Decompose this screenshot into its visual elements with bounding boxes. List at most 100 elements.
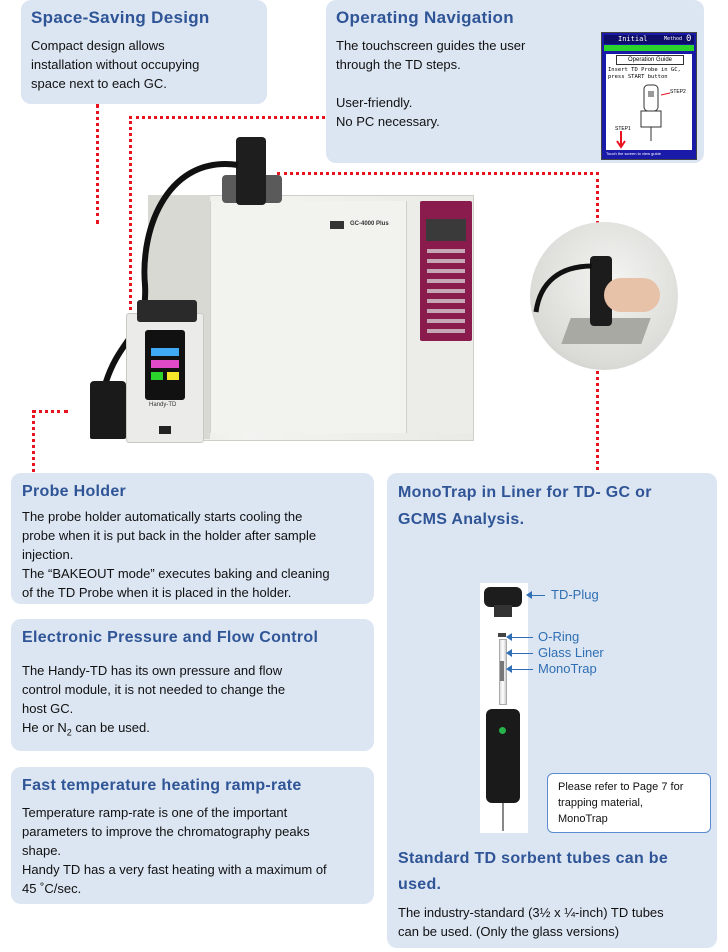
space-saving-panel: Space-Saving Design Compact design allow… <box>21 0 267 104</box>
text-line: The “BAKEOUT mode” executes baking and c… <box>22 566 330 581</box>
connector-line <box>32 410 68 413</box>
gas-line: He or N2 can be used. <box>22 718 285 743</box>
handy-td-label: Handy-TD <box>149 402 177 408</box>
probe-cable-photo <box>533 263 593 313</box>
o-ring-shape <box>498 633 506 637</box>
monotrap-title-line2: GCMS Analysis. <box>398 511 525 528</box>
text-line: can be used. (Only the glass versions) <box>398 924 620 939</box>
handy-td-btn-green <box>151 372 163 380</box>
text-line: through the TD steps. <box>336 57 461 72</box>
screen-header: Initial Method 0 <box>604 34 694 44</box>
monotrap-label: MonoTrap <box>538 661 597 676</box>
handy-td-screen <box>145 330 185 400</box>
space-saving-text: Compact design allows installation witho… <box>31 36 199 93</box>
screen-green-bar <box>604 45 694 51</box>
text-line: installation without occupying <box>31 57 200 72</box>
connector-line <box>129 116 325 119</box>
pressure-flow-title: Electronic Pressure and Flow Control <box>22 629 319 646</box>
screen-footer: Touch the screen to view guide <box>606 151 661 156</box>
probe-diagram-icon <box>616 84 671 149</box>
space-saving-title: Space-Saving Design <box>31 8 210 27</box>
probe-cable <box>102 161 239 386</box>
pressure-flow-panel: Electronic Pressure and Flow Control The… <box>11 619 374 751</box>
monotrap-panel: MonoTrap in Liner for TD- GC or GCMS Ana… <box>387 473 717 948</box>
fast-temp-text: Temperature ramp-rate is one of the impo… <box>22 803 327 898</box>
handy-td-switch <box>159 426 171 434</box>
text-line: parameters to improve the chromatography… <box>22 824 310 839</box>
monotrap-arrow <box>506 665 533 673</box>
operating-navigation-text: The touchscreen guides the user through … <box>336 36 525 131</box>
note-line: MonoTrap <box>558 813 608 825</box>
text-line: The industry-standard (3½ x ¼-inch) TD t… <box>398 905 664 920</box>
probe-in-hand <box>590 256 612 326</box>
connector-line <box>129 116 132 352</box>
gc-front-panel <box>210 201 407 433</box>
probe-green-led <box>499 727 506 734</box>
gc-keypad-grid <box>427 249 465 333</box>
connector-line <box>32 410 35 472</box>
touchscreen-screenshot: Initial Method 0 Operation Guide Insert … <box>601 32 697 160</box>
note-line: Please refer to Page 7 for <box>558 781 684 793</box>
td-plug-stem <box>494 605 512 617</box>
text-line: host GC. <box>22 701 74 716</box>
gas-suffix: can be used. <box>71 720 150 735</box>
gc-display-window <box>426 219 466 241</box>
screen-guide-line1: Insert TD Probe in GC, <box>608 67 681 73</box>
standard-tubes-text: The industry-standard (3½ x ¼-inch) TD t… <box>398 903 664 941</box>
glass-liner-label: Glass Liner <box>538 645 604 660</box>
screen-step1: STEP1 <box>615 126 631 132</box>
connector-line <box>277 172 599 175</box>
screen-guide-line2: press START button <box>608 74 668 80</box>
operating-navigation-panel: Operating Navigation The touchscreen gui… <box>326 0 704 163</box>
gas-prefix: He or N <box>22 720 67 735</box>
fast-temp-title: Fast temperature heating ramp-rate <box>22 777 302 794</box>
text-line: 45 ˚C/sec. <box>22 881 82 896</box>
text-line: control module, it is not needed to chan… <box>22 682 286 697</box>
handy-td-unit: Handy-TD <box>126 300 204 443</box>
text-line: User-friendly. <box>336 95 413 110</box>
glass-liner-arrow <box>506 649 533 657</box>
o-ring-label: O-Ring <box>538 629 580 644</box>
pressure-flow-text: The Handy-TD has its own pressure and fl… <box>22 661 285 743</box>
td-plug-arrow <box>526 591 545 599</box>
handy-td-top <box>137 300 197 322</box>
handy-td-btn-pink <box>151 360 179 368</box>
operating-navigation-title: Operating Navigation <box>336 8 514 27</box>
o-ring-arrow <box>506 633 533 641</box>
probe-needle <box>502 803 504 831</box>
fast-temp-panel: Fast temperature heating ramp-rate Tempe… <box>11 767 374 904</box>
gc-brand-label: GC-4000 Plus <box>350 221 389 227</box>
screen-header-num: 0 <box>686 34 692 44</box>
monotrap-title-line1: MonoTrap in Liner for TD- GC or <box>398 484 652 501</box>
note-line: trapping material, <box>558 797 643 809</box>
td-probe-body <box>486 709 520 803</box>
text-line: No PC necessary. <box>336 114 440 129</box>
text-line: Handy TD has a very fast heating with a … <box>22 862 327 877</box>
text-line: of the TD Probe when it is placed in the… <box>22 585 292 600</box>
gc-keypad-panel <box>420 201 472 341</box>
probe-holder-panel: Probe Holder The probe holder automatica… <box>11 473 374 604</box>
text-line: Compact design allows <box>31 38 165 53</box>
probe-holder-text: The probe holder automatically starts co… <box>22 507 330 602</box>
text-line: The Handy-TD has its own pressure and fl… <box>22 663 283 678</box>
screen-guide-panel: Operation Guide Insert TD Probe in GC, p… <box>606 54 692 150</box>
probe-hand-photo <box>530 222 678 370</box>
td-plug-shape <box>484 587 522 607</box>
standard-tubes-title-line2: used. <box>398 876 442 893</box>
liner-image-area <box>480 583 528 833</box>
screen-header-right: Method <box>664 36 683 42</box>
gc-instrument-photo: GC-4000 Plus Handy-TD <box>60 135 500 445</box>
text-line: shape. <box>22 843 62 858</box>
screen-guide-title: Operation Guide <box>616 55 684 65</box>
monotrap-rod <box>500 661 504 681</box>
screen-step2: STEP2 <box>670 89 686 95</box>
probe-holder-title: Probe Holder <box>22 483 127 500</box>
note-box: Please refer to Page 7 for trapping mate… <box>547 773 711 833</box>
text-line: probe when it is put back in the holder … <box>22 528 317 543</box>
td-probe-top <box>236 137 266 205</box>
probe-holder-cup <box>90 381 126 439</box>
handy-td-btn-yellow <box>167 372 179 380</box>
td-plug-label: TD-Plug <box>551 587 599 602</box>
gc-logo-icon <box>330 221 344 229</box>
text-line: The probe holder automatically starts co… <box>22 509 303 524</box>
